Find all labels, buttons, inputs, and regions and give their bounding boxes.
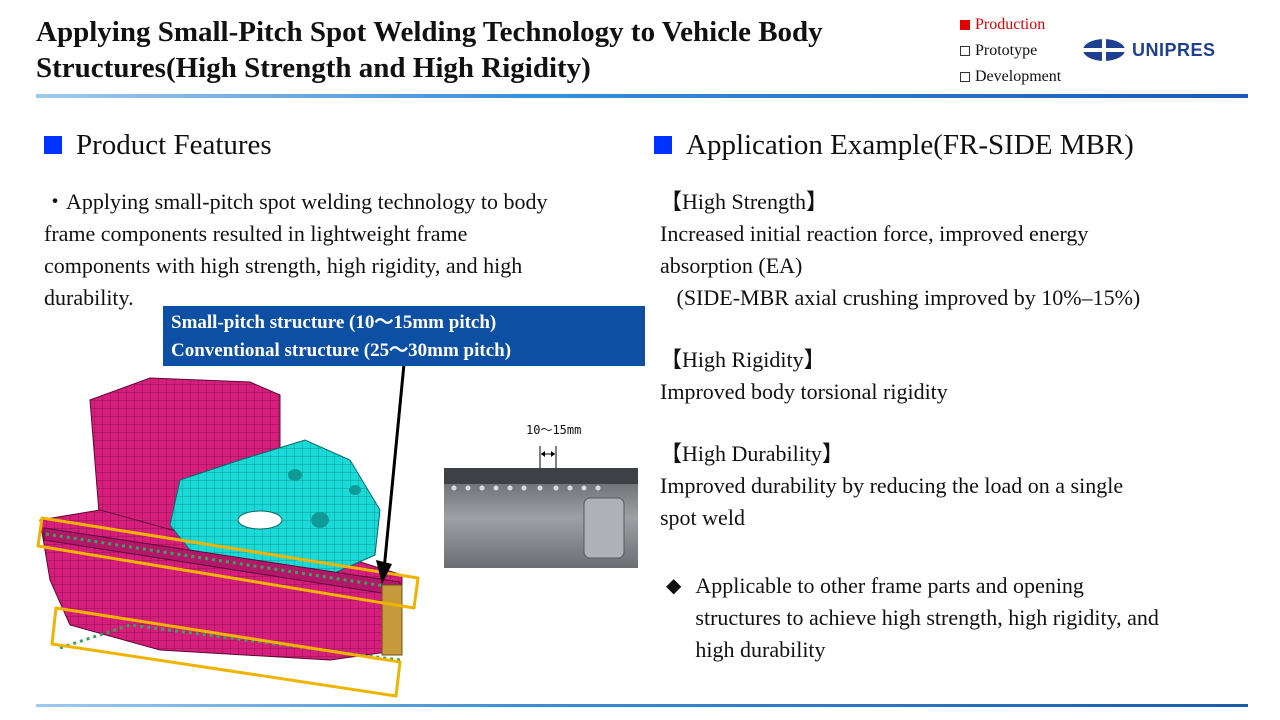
company-logo: UNIPRES [1082,38,1216,62]
applicability-note: ◆ Applicable to other frame parts and op… [666,570,1266,666]
application-example-heading: Application Example(FR-SIDE MBR) [654,128,1134,162]
high-rigidity-block: 【High Rigidity】 Improved body torsional … [660,344,1260,408]
stage-prototype: Prototype [960,38,1061,64]
page-title: Applying Small-Pitch Spot Welding Techno… [36,14,936,86]
weld-photo-figure: 10～15mm [444,418,638,573]
section-title: Product Features [76,129,272,161]
header-divider [36,94,1248,98]
stage-label: Development [975,68,1062,85]
square-bullet-icon [44,136,62,154]
block-heading: 【High Durability】 [660,441,844,466]
stage-production: Production [960,12,1061,38]
block-heading: 【High Strength】 [660,189,829,214]
high-durability-block: 【High Durability】 Improved durability by… [660,438,1260,534]
section-title: Application Example(FR-SIDE MBR) [686,129,1134,161]
callout-arrow [376,363,406,584]
block-line: (SIDE-MBR axial crushing improved by 10%… [660,285,1141,310]
note-line: high durability [695,637,826,662]
pitch-callout: Small-pitch structure (10～15mm pitch) Co… [163,306,645,366]
product-features-text: ・Applying small-pitch spot welding techn… [44,186,649,314]
note-line: structures to achieve high strength, hig… [695,605,1159,630]
callout-line-small-pitch: Small-pitch structure (10～15mm pitch) [171,312,497,333]
block-line: Improved body torsional rigidity [660,379,948,404]
stage-development: Development [960,64,1061,90]
features-line: frame components resulted in lightweight… [44,221,468,246]
features-line: durability. [44,285,134,310]
callout-line-conventional: Conventional structure (25～30mm pitch) [171,340,512,361]
stage-label: Prototype [975,42,1038,59]
block-heading: 【High Rigidity】 [660,347,826,372]
title-line-1: Applying Small-Pitch Spot Welding Techno… [36,16,823,48]
block-line: Improved durability by reducing the load… [660,473,1124,498]
square-bullet-icon [654,136,672,154]
features-line: ・Applying small-pitch spot welding techn… [44,189,548,214]
frame-mesh-figure [30,360,430,705]
dimension-label: 10～15mm [526,423,581,437]
features-line: components with high strength, high rigi… [44,253,523,278]
product-features-heading: Product Features [44,128,272,162]
stage-label: Production [975,16,1046,33]
block-line: Increased initial reaction force, improv… [660,221,1089,246]
block-line: absorption (EA) [660,253,803,278]
title-line-2: Structures(High Strength and High Rigidi… [36,52,591,84]
note-line: Applicable to other frame parts and open… [695,573,1084,598]
weld-photo-image: 10～15mm [444,423,638,568]
note-text: Applicable to other frame parts and open… [695,570,1159,666]
application-details: 【High Strength】 Increased initial reacti… [660,186,1260,564]
logo-text: UNIPRES [1132,39,1216,60]
fea-mesh-image [36,377,420,698]
stage-legend: Production Prototype Development [960,12,1061,90]
footer-divider [36,704,1248,707]
empty-square-icon [960,46,970,56]
empty-square-icon [960,72,970,82]
diamond-bullet-icon: ◆ [666,575,682,597]
unipres-logo-icon [1082,38,1126,62]
filled-square-icon [960,20,970,30]
block-line: spot weld [660,505,745,530]
high-strength-block: 【High Strength】 Increased initial reacti… [660,186,1260,314]
